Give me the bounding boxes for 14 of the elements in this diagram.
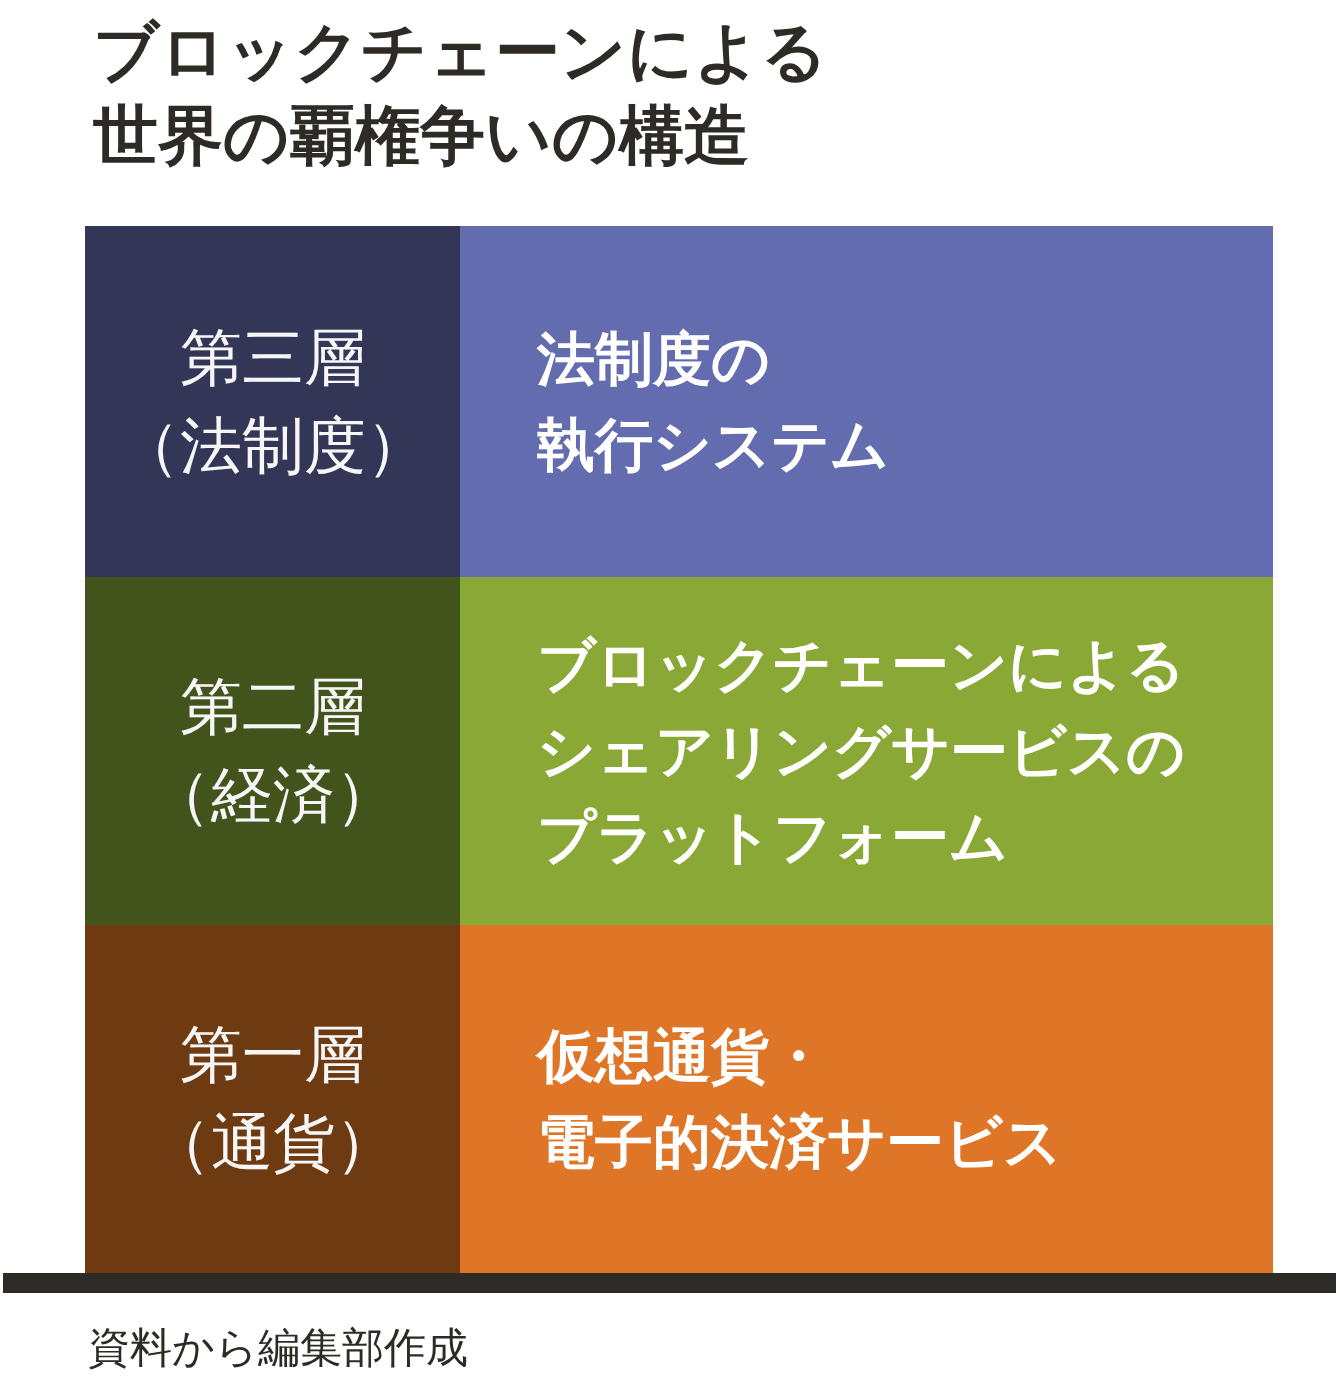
- layer-name: 第三層（法制度）: [117, 319, 428, 484]
- title: ブロックチェーンによる世界の覇権争いの構造: [93, 13, 828, 175]
- layer-name: 第二層（経済）: [148, 669, 397, 833]
- layer-content-panel: [460, 925, 1273, 1273]
- layer-description: 仮想通貨・電子的決済サービス: [537, 1021, 1062, 1178]
- layer-content-panel: [460, 226, 1273, 577]
- layer-label-panel: [85, 577, 460, 925]
- layer-label-panel: [85, 226, 460, 577]
- source-note: 資料から編集部作成: [88, 1322, 468, 1374]
- layer-name: 第一層（通貨）: [148, 1017, 397, 1181]
- layer-content-panel: [460, 577, 1273, 925]
- layer-description: 法制度の執行システム: [537, 323, 889, 481]
- layer-label-panel: [85, 925, 460, 1273]
- layer-description: ブロックチェーンによるシェアリングサービスのプラットフォーム: [537, 630, 1185, 873]
